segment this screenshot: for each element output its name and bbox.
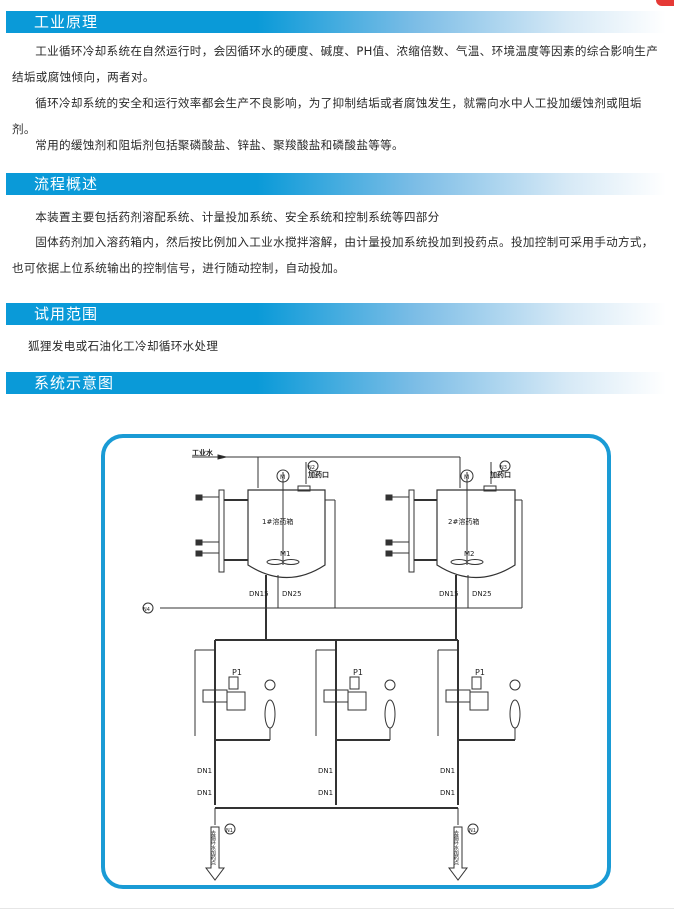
process-paragraph-1: 本装置主要包括药剂溶配系统、计量投加系统、安全系统和控制系统等四部分 — [35, 210, 440, 224]
dn15-label: DN1 — [440, 789, 455, 797]
dosing-port-label: 加药口 — [307, 470, 329, 479]
n2-tag-icon — [307, 460, 319, 472]
n3-tag: N3 — [500, 465, 507, 471]
section-title: 系统示意图 — [34, 374, 115, 392]
dosing-port-label: 加药口 — [489, 470, 511, 479]
dn25-label: DN25 — [472, 590, 492, 598]
outlet-arrow-2 — [448, 826, 468, 881]
pump-branch-1 — [194, 640, 276, 805]
level-gauge-1 — [218, 489, 225, 573]
process-paragraph-2: 固体药剂加入溶药箱内，然后按比例加入工业水搅拌溶解，由计量投加系统投加到投药点。… — [12, 235, 654, 275]
pump-3-label: P1 — [475, 668, 485, 677]
n1-tag-icon — [467, 823, 479, 835]
motor-2-label: M — [464, 474, 469, 481]
tank-1-label: 1#溶药箱 — [262, 517, 293, 526]
n4-tag: N4 — [143, 607, 150, 613]
n4-tag-icon — [142, 602, 154, 614]
dn15-label: DN15 — [249, 590, 269, 598]
tank-2 — [436, 489, 516, 579]
dn15-label: DN1 — [197, 767, 212, 775]
tank-2-label: 2#溶药箱 — [448, 517, 479, 526]
motor-icon — [276, 469, 290, 483]
section-title: 试用范围 — [34, 305, 99, 323]
dn15-label: DN1 — [440, 767, 455, 775]
system-diagram-frame — [101, 434, 611, 889]
principle-paragraph-3: 常用的缓蚀剂和阻垢剂包括聚磷酸盐、锌盐、聚羧酸盐和磷酸盐等等。 — [35, 138, 404, 152]
mixer-1-label: M1 — [280, 550, 291, 558]
outlet-arrow-1 — [205, 826, 225, 881]
dn15-label: DN1 — [197, 789, 212, 797]
scope-paragraph: 狐狸发电或石油化工冷却循环水处理 — [28, 339, 219, 353]
motor-1-label: M — [280, 474, 285, 481]
principle-paragraph-1: 工业循环冷却系统在自然运行时，会因循环水的硬度、碱度、PH值、浓缩倍数、气温、环… — [12, 44, 659, 84]
flow-arrow-icon — [217, 454, 227, 460]
section-header-scope: 试用范围 — [6, 303, 666, 325]
n2-tag: N2 — [308, 465, 315, 471]
section-header-principle: 工业原理 — [6, 11, 666, 33]
dn15-label: DN1 — [318, 767, 333, 775]
pump-branch-3 — [437, 640, 521, 805]
dn25-label: DN25 — [282, 590, 302, 598]
principle-paragraph-2: 循环冷却系统的安全和运行效率都会生产不良影响，为了抑制结垢或者腐蚀发生，就需向水… — [12, 96, 642, 136]
inlet-label: 工业水 — [192, 448, 214, 457]
level-gauge-2 — [408, 489, 415, 573]
dn15-label: DN1 — [318, 789, 333, 797]
n1-tag: N1 — [226, 828, 233, 834]
bottom-divider — [0, 908, 674, 909]
pump-2-label: P1 — [353, 668, 363, 677]
n1-tag-icon — [224, 823, 236, 835]
n1-tag: N1 — [469, 828, 476, 834]
pump-branch-2 — [315, 640, 396, 805]
corner-tab[interactable] — [656, 0, 674, 6]
tank-1 — [247, 489, 326, 579]
section-title: 工业原理 — [34, 13, 99, 31]
outlet-label: 去循环水加药点 — [210, 829, 216, 866]
mixer-2-label: M2 — [464, 550, 475, 558]
n3-tag-icon — [499, 460, 511, 472]
dn15-label: DN15 — [439, 590, 459, 598]
section-header-process: 流程概述 — [6, 173, 666, 195]
motor-icon — [460, 469, 474, 483]
outlet-label: 去循环水加药点 — [453, 829, 459, 866]
section-header-diagram: 系统示意图 — [6, 372, 666, 394]
section-title: 流程概述 — [34, 175, 99, 193]
pump-1-label: P1 — [232, 668, 242, 677]
